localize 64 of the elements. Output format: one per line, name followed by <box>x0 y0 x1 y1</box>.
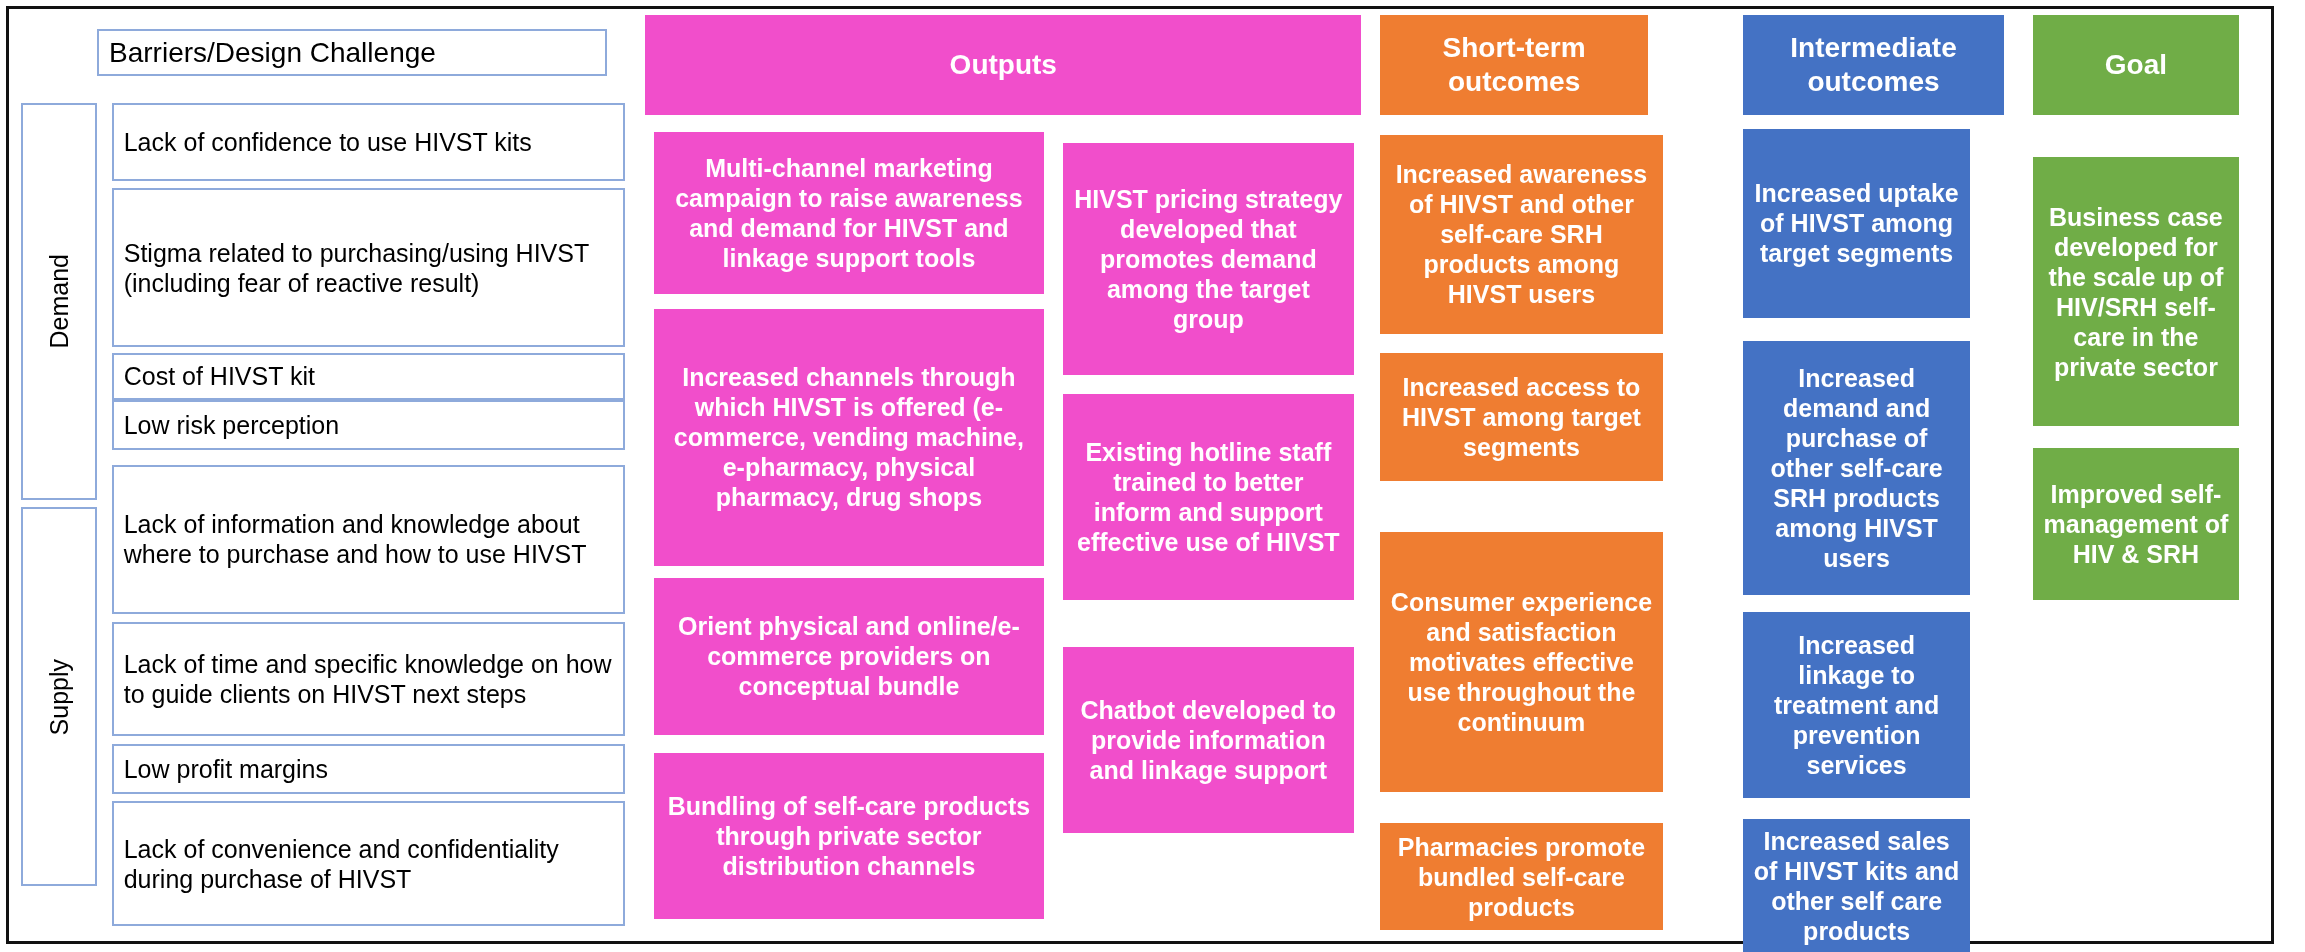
category-band <box>20 507 97 887</box>
box-text: Multi-channel marketing campaign to raise awareness and demand for HIVST and linkage support tools <box>674 153 1024 274</box>
box-text: HIVST pricing strategy developed that promotes demand among the target group <box>1073 183 1344 334</box>
box-text: Pharmacies promote bundled self-care products <box>1396 831 1647 922</box>
column-header <box>1743 14 2004 115</box>
outcome-box <box>1062 393 1354 600</box>
column-header <box>645 14 1362 115</box>
outcome-box <box>654 752 1044 919</box>
barrier-box <box>111 801 625 927</box>
box-text: Demand <box>43 254 74 349</box>
box-text: Lack of information and knowledge about where to purchase and how to use HIVST <box>123 509 588 570</box>
outcome-box <box>2033 157 2239 427</box>
box-text: Increased awareness of HIVST and other self-care SRH products among HIVST users <box>1394 159 1649 310</box>
box-text: Increased channels through which HIVST is offered (e-commerce, vending machine, e-pharmacy, physical pharmacy, drug shops <box>672 362 1025 513</box>
outcome-box <box>1743 611 1970 799</box>
box-text: Cost of HIVST kit <box>123 361 315 392</box>
box-text: Orient physical and online/e-commerce providers on conceptual bundle <box>677 611 1021 702</box>
barrier-box <box>111 743 625 794</box>
box-text: Increased access to HIVST among target segments <box>1401 371 1642 462</box>
box-text: Increased linkage to treatment and prevention services <box>1772 629 1941 780</box>
barrier-box <box>111 464 625 615</box>
box-text: Lack of convenience and confidentiality during purchase of HIVST <box>123 833 560 894</box>
box-text: Consumer experience and satisfaction motivates effective use throughout the continuum <box>1390 587 1653 738</box>
box-text: Barriers/Design Challenge <box>109 36 436 70</box>
outcome-box <box>1380 532 1663 793</box>
column-header <box>97 29 608 77</box>
box-text: Lack of time and specific knowledge on how to guide clients on HIVST next steps <box>123 649 613 710</box>
box-text: Lack of confidence to use HIVST kits <box>123 126 532 157</box>
outcome-box <box>1380 352 1663 481</box>
box-text: Supply <box>43 658 74 735</box>
box-text: Business case developed for the scale up of HIV/SRH self-care in the private sector <box>2047 201 2225 382</box>
column-header <box>1380 14 1648 115</box>
box-text: Intermediate outcomes <box>1789 31 1958 99</box>
box-text: Stigma related to purchasing/using HIVST (including fear of reactive result) <box>123 237 590 298</box>
box-text: Bundling of self-care products through private sector distribution channels <box>666 790 1032 881</box>
outcome-box <box>1062 142 1354 375</box>
outcome-box <box>654 132 1044 294</box>
outcome-box <box>654 577 1044 735</box>
outcome-box <box>1743 129 1970 318</box>
box-text: Existing hotline staff trained to better inform and support effective use of HIVST <box>1076 436 1341 557</box>
outcome-box <box>1062 646 1354 834</box>
outcome-box <box>1380 823 1663 931</box>
barrier-box <box>111 621 625 737</box>
box-text: Improved self-management of HIV & SRH <box>2043 479 2229 570</box>
outcome-box <box>654 308 1044 566</box>
box-text: Goal <box>2104 47 2167 82</box>
box-text: Increased uptake of HIVST among target segments <box>1753 178 1960 269</box>
category-band <box>20 102 97 500</box>
box-text: Low risk perception <box>123 409 340 440</box>
outcome-box <box>2033 448 2239 600</box>
box-text: Short-term outcomes <box>1441 31 1587 99</box>
outcome-box <box>1743 818 1970 952</box>
barrier-box <box>111 399 625 450</box>
box-text: Outputs <box>949 47 1057 82</box>
outcome-box <box>1743 341 1970 596</box>
column-header <box>2033 14 2239 115</box>
box-text: Increased sales of HIVST kits and other self care products <box>1753 825 1960 946</box>
barrier-box <box>111 352 625 400</box>
box-text: Increased demand and purchase of other self-care SRH products among HIVST users <box>1769 363 1944 574</box>
barrier-box <box>111 188 625 347</box>
box-text: Chatbot developed to provide information and linkage support <box>1079 695 1338 786</box>
barrier-box <box>111 102 625 181</box>
box-text: Low profit margins <box>123 753 328 784</box>
outcome-box <box>1380 135 1663 334</box>
